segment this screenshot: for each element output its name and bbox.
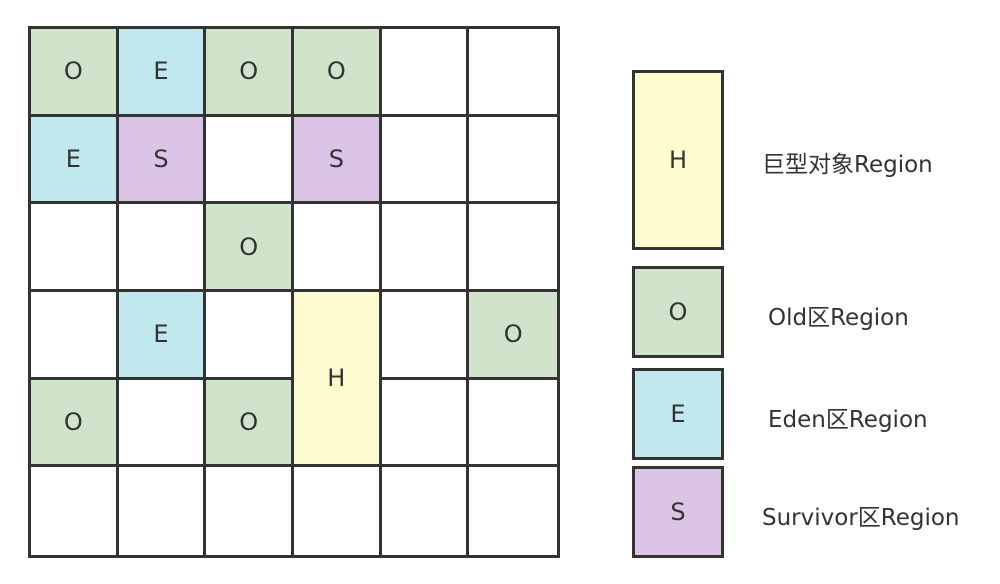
- region-cell-free: [469, 467, 557, 555]
- region-cell-free: [381, 291, 470, 380]
- region-cell-free: [118, 467, 207, 555]
- region-cell-humongous: H: [293, 291, 382, 468]
- legend-survivor-label: Survivor区Region: [762, 505, 960, 531]
- region-cell-free: [293, 204, 382, 292]
- legend-old-box: O: [632, 266, 724, 358]
- legend-survivor-box: S: [632, 466, 724, 558]
- region-cell-free: [469, 204, 557, 292]
- region-cell-free: [118, 204, 207, 292]
- legend-survivor-symbol: S: [670, 498, 686, 526]
- region-cell-free: [206, 116, 294, 205]
- region-cell-old: O: [469, 291, 557, 380]
- region-cell-survivor: S: [118, 116, 207, 205]
- region-cell-free: [293, 467, 382, 555]
- legend-humongous-box: H: [632, 70, 724, 250]
- legend-old-symbol: O: [668, 298, 688, 326]
- legend-humongous-label: 巨型对象Region: [762, 152, 933, 178]
- region-cell-survivor: S: [293, 116, 382, 205]
- legend-eden-label: Eden区Region: [768, 407, 928, 433]
- region-cell-free: [206, 291, 294, 380]
- region-cell-free: [381, 467, 470, 555]
- region-cell-eden: E: [31, 116, 119, 205]
- legend-old-label: Old区Region: [768, 305, 909, 331]
- region-cell-free: [381, 379, 470, 468]
- region-cell-free: [31, 204, 119, 292]
- region-cell-eden: E: [118, 291, 207, 380]
- region-cell-old: O: [206, 379, 294, 468]
- region-cell-free: [381, 116, 470, 205]
- region-cell-old: O: [31, 29, 119, 117]
- legend-humongous-symbol: H: [668, 146, 688, 174]
- region-cell-free: [469, 379, 557, 468]
- region-cell-free: [31, 467, 119, 555]
- region-cell-free: [118, 379, 207, 468]
- region-cell-old: O: [293, 29, 382, 117]
- legend-eden-box: E: [632, 368, 724, 460]
- region-cell-free: [469, 116, 557, 205]
- region-cell-old: O: [31, 379, 119, 468]
- legend-eden-symbol: E: [670, 400, 686, 428]
- region-cell-free: [31, 291, 119, 380]
- region-cell-free: [381, 204, 470, 292]
- region-cell-free: [206, 467, 294, 555]
- region-cell-free: [469, 29, 557, 117]
- region-cell-old: O: [206, 204, 294, 292]
- region-cell-free: [381, 29, 470, 117]
- region-cell-old: O: [206, 29, 294, 117]
- region-cell-eden: E: [118, 29, 207, 117]
